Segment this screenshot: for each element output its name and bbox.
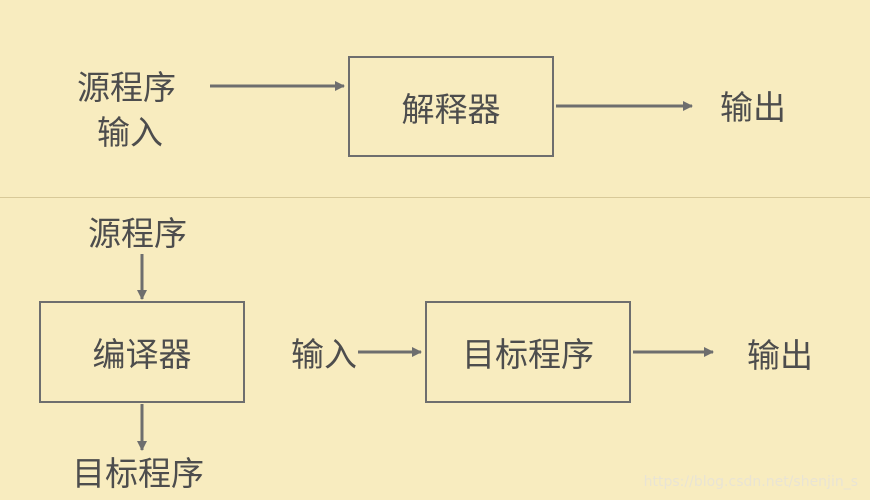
- watermark: https://blog.csdn.net/shenjin_s: [643, 474, 858, 490]
- interp-input-label: 输入: [97, 113, 163, 152]
- compiler-box: 编译器: [39, 301, 245, 403]
- section-divider: [0, 197, 870, 198]
- comp-source-label: 源程序: [88, 214, 187, 253]
- interpreter-box: 解释器: [348, 56, 554, 157]
- comp-target-below-label: 目标程序: [72, 454, 204, 493]
- target-program-box: 目标程序: [425, 301, 631, 403]
- interp-source-label: 源程序: [77, 68, 176, 107]
- comp-input-label: 输入: [291, 335, 357, 374]
- comp-output-label: 输出: [747, 336, 813, 375]
- interp-output-label: 输出: [720, 88, 786, 127]
